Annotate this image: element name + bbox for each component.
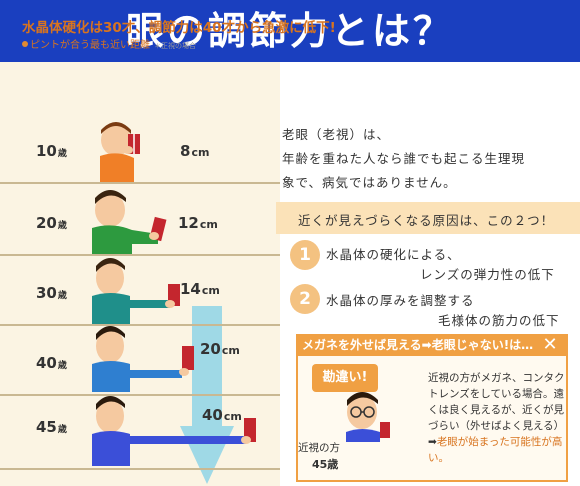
age-label: 20歳 [36, 214, 67, 232]
glasses-person-icon [346, 392, 390, 442]
subtitle-text: ピントが合う最も近い距離 [30, 40, 150, 51]
cause-line: 毛様体の筋力の低下 [438, 313, 560, 328]
accommodation-illustration [0, 62, 280, 486]
illustration-title: 水晶体硬化は30才、調節力は40才から急激に低下! [22, 20, 336, 36]
cause-heading-bar [276, 202, 580, 234]
cause-line: 水晶体の硬化による、 [326, 247, 461, 262]
row-divider [0, 324, 280, 326]
misconception-text: 近視の方がメガネ、コンタクトレンズをしている場合。遠くは良く見えるが、近くが見づ… [428, 372, 565, 464]
cross-icon: ✕ [542, 334, 558, 355]
illustration-subtitle: ピントが合う最も近い距離 ＊正視の場合 [22, 36, 196, 51]
distance-label: 8cm [180, 142, 210, 160]
row-divider [0, 182, 280, 184]
paragraph-line: 象で、病気ではありません。 [282, 175, 457, 190]
age-label: 45歳 [36, 418, 67, 436]
paragraph-line: 老眼（老視）は、 [282, 127, 391, 142]
row-divider [0, 394, 280, 396]
misconception-box [296, 334, 568, 482]
forty-five-reading-icon [92, 396, 256, 466]
number-badge: 2 [290, 284, 320, 314]
subtitle-note: ＊正視の場合 [154, 42, 196, 50]
bullet-dot [22, 41, 28, 47]
row-divider [0, 254, 280, 256]
age-label: 30歳 [36, 284, 67, 302]
paragraph-line: 年齢を重ねた人なら誰でも起こる生理現 [282, 151, 526, 166]
distance-label: 14cm [180, 280, 220, 298]
distance-label: 20cm [200, 340, 240, 358]
age-label: 10歳 [36, 142, 67, 160]
distance-label: 12cm [178, 214, 218, 232]
person-label: 近視の方 [298, 442, 340, 454]
child-reading-icon [100, 122, 140, 182]
adult-reading-icon [92, 258, 180, 324]
misunderstanding-badge: 勘違い! [312, 364, 378, 392]
page-title: 眼の調節力とは？ [125, 9, 454, 53]
row-divider [0, 468, 280, 470]
cause-line: レンズの弾力性の低下 [420, 267, 555, 282]
presbyopia-description: 老眼（老視）は、 年齢を重ねた人なら誰でも起こる生理現 象で、病気ではありません… [282, 123, 572, 195]
age-label: 40歳 [36, 354, 67, 372]
misconception-title: メガネを外せば見える➡老眼じゃない!は… [302, 338, 534, 352]
distance-label: 40cm [202, 406, 242, 424]
forty-reading-icon [92, 326, 194, 392]
cause-line: 水晶体の厚みを調整する [326, 293, 475, 308]
title-banner [0, 0, 580, 62]
cause-heading: 近くが見えづらくなる原因は、この２つ！ [298, 213, 555, 228]
number-badge: 1 [290, 240, 320, 270]
person-age: 45歳 [312, 458, 339, 471]
young-adult-reading-icon [92, 190, 167, 254]
misconception-header [296, 334, 568, 356]
